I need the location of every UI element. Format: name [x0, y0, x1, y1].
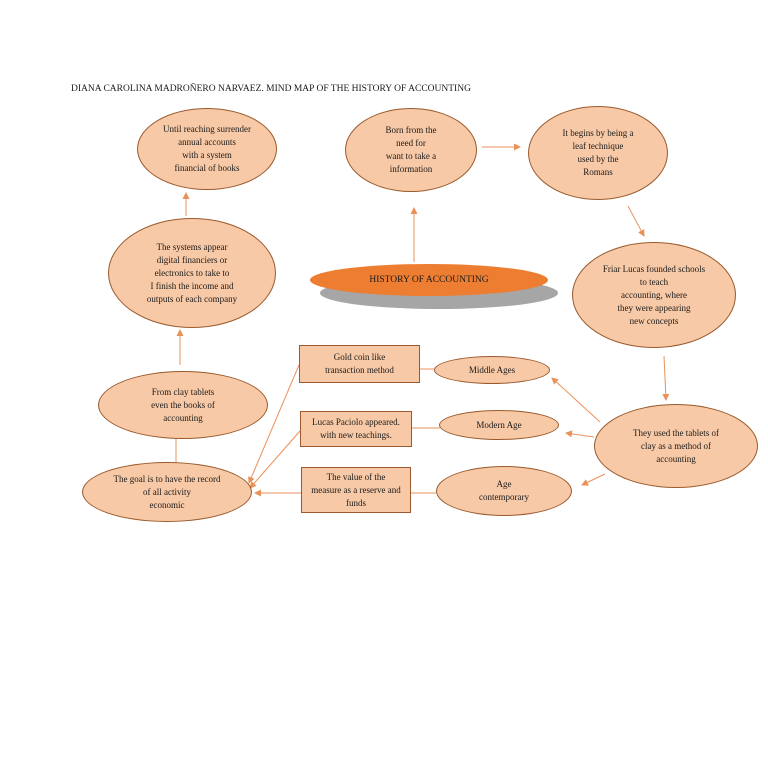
arrow-tablets-to-middle: [551, 377, 601, 423]
box-paciolo-text: Lucas Paciolo appeared. with new teachin…: [312, 417, 400, 440]
center-node: HISTORY OF ACCOUNTING: [310, 264, 548, 296]
node-clay-text: From clay tablets even the books of acco…: [151, 386, 215, 423]
node-middle-ages-text: Middle Ages: [468, 364, 516, 375]
node-middle-ages: Middle Ages: [434, 356, 550, 384]
box-value: The value of the measure as a reserve an…: [301, 467, 411, 513]
node-systems: The systems appear digital financiers or…: [108, 218, 276, 328]
node-systems-text: The systems appear digital financiers or…: [146, 241, 238, 304]
node-leaf: It begins by being a leaf technique used…: [528, 106, 668, 200]
node-age-contemporary: Age contemporary: [436, 466, 572, 516]
box-gold-coin-text: Gold coin like transaction method: [325, 352, 394, 375]
arrow-paciolo-to-goal: [249, 430, 301, 489]
arrow-tablets-to-contemporary: [581, 473, 606, 486]
arrow-gold-to-goal: [248, 364, 300, 484]
arrow-friar-to-tablets: [662, 355, 670, 401]
node-born-text: Born from the need for want to take a in…: [385, 125, 437, 174]
node-until-text: Until reaching surrender annual accounts…: [163, 124, 251, 173]
node-tablets-text: They used the tablets of clay as a metho…: [633, 427, 719, 464]
node-leaf-text: It begins by being a leaf technique used…: [562, 128, 634, 177]
node-born: Born from the need for want to take a in…: [345, 108, 477, 192]
arrow-leaf-to-friar: [627, 205, 645, 237]
node-goal-text: The goal is to have the record of all ac…: [113, 473, 221, 510]
node-tablets: They used the tablets of clay as a metho…: [594, 404, 758, 488]
arrow-tablets-to-modern: [565, 430, 595, 438]
node-modern-age: Modern Age: [439, 410, 559, 440]
node-friar-text: Friar Lucas founded schools to teach acc…: [602, 263, 706, 326]
center-node-label: HISTORY OF ACCOUNTING: [369, 275, 489, 285]
node-age-contemporary-text: Age contemporary: [479, 479, 529, 502]
box-gold-coin: Gold coin like transaction method: [299, 345, 420, 383]
node-friar: Friar Lucas founded schools to teach acc…: [572, 242, 736, 348]
box-paciolo: Lucas Paciolo appeared. with new teachin…: [300, 411, 412, 447]
node-until: Until reaching surrender annual accounts…: [137, 108, 277, 190]
box-value-text: The value of the measure as a reserve an…: [311, 471, 401, 508]
node-goal: The goal is to have the record of all ac…: [82, 462, 252, 522]
node-modern-age-text: Modern Age: [476, 419, 522, 430]
page-title: DIANA CAROLINA MADROÑERO NARVAEZ. MIND M…: [71, 84, 471, 94]
node-clay: From clay tablets even the books of acco…: [98, 371, 268, 439]
